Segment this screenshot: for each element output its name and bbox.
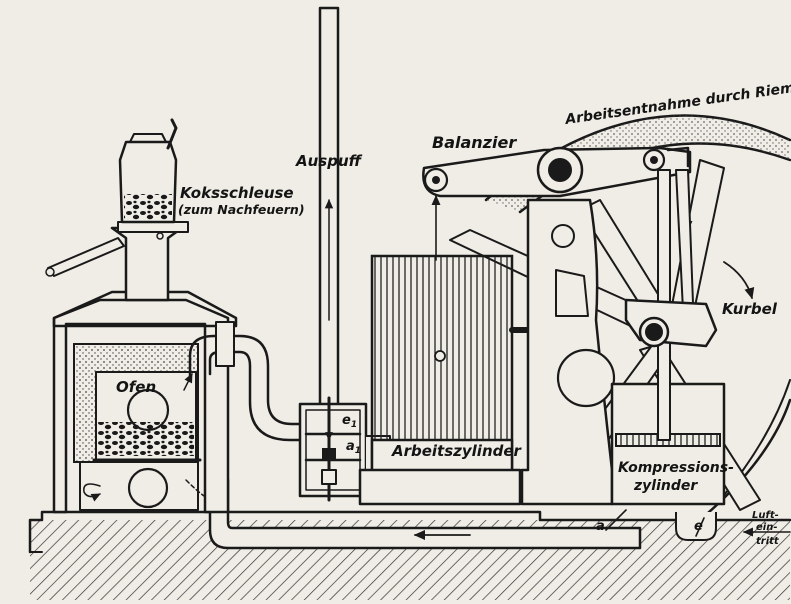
label-e1: e1	[342, 413, 357, 430]
label-e: e	[694, 519, 703, 534]
label-tritt: tritt	[756, 536, 780, 547]
coke-lock	[45, 118, 189, 302]
label-auspuff: Auspuff	[295, 152, 363, 170]
label-kurbel: Kurbel	[722, 300, 778, 318]
label-arbeitszylinder: Arbeitszylinder	[391, 442, 523, 460]
label-balanzier: Balanzier	[432, 133, 517, 152]
crank	[624, 261, 755, 348]
engine-frame	[520, 198, 616, 506]
label-ofen: Ofen	[116, 378, 156, 396]
exhaust-stack	[318, 6, 340, 410]
label-koksschleuse-sub: (zum Nachfeuern)	[178, 202, 305, 217]
label-luft: Luft-	[752, 510, 779, 521]
connecting-rods	[657, 169, 695, 441]
label-koksschleuse: Koksschleuse	[180, 184, 294, 202]
label-zylinder: zylinder	[633, 478, 698, 494]
label-a1: a1	[346, 439, 361, 456]
furnace-housing	[52, 290, 238, 514]
label-a: a	[596, 519, 605, 534]
gas-pipe	[183, 321, 304, 442]
working-cylinder	[358, 254, 531, 506]
beam	[422, 146, 693, 261]
label-ein: ein-	[756, 522, 777, 533]
lower-pipe	[208, 478, 642, 550]
label-kompressions: Kompressions-	[618, 460, 734, 476]
